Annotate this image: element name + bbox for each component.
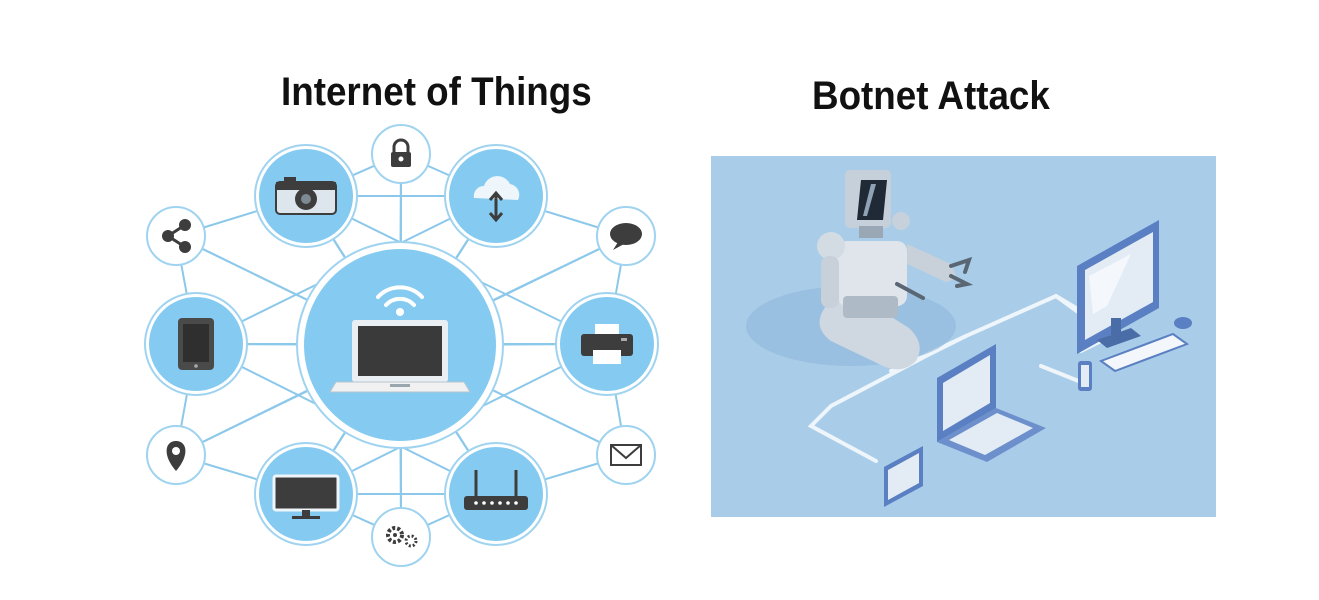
- share-node: [146, 206, 206, 266]
- share-icon: [162, 219, 191, 253]
- laptop-icon: [937, 344, 1046, 462]
- mail-icon: [610, 444, 642, 466]
- cloud-sync-node: [444, 144, 548, 248]
- gears-icon: [386, 526, 418, 548]
- botnet-illustration: [711, 156, 1216, 517]
- cloud-sync-icon: [473, 176, 520, 223]
- botnet-title: Botnet Attack: [812, 74, 1050, 118]
- camera-node: [254, 144, 358, 248]
- iot-title: Internet of Things: [281, 70, 592, 114]
- desktop-monitor-icon: [1077, 220, 1159, 354]
- chat-bubble-node: [596, 206, 656, 266]
- iot-hub: [296, 241, 504, 449]
- iot-network-diagram: [144, 124, 659, 567]
- tablet-node: [144, 292, 248, 396]
- robot-icon: [817, 170, 974, 370]
- monitor-icon: [272, 474, 340, 519]
- gears-node: [371, 507, 431, 567]
- location-pin-node: [146, 425, 206, 485]
- printer-icon: [581, 324, 633, 364]
- router-node: [444, 442, 548, 546]
- laptop-wifi-icon: [329, 285, 471, 393]
- mail-node: [596, 425, 656, 485]
- router-icon: [464, 470, 528, 510]
- lock-icon: [391, 138, 411, 167]
- phone-icon: [1078, 361, 1092, 391]
- location-pin-icon: [166, 441, 186, 471]
- lock-node: [371, 124, 431, 184]
- tablet-icon: [178, 318, 214, 370]
- mouse-icon: [1174, 317, 1192, 329]
- printer-node: [555, 292, 659, 396]
- monitor-node: [254, 442, 358, 546]
- tablet-icon: [884, 446, 923, 507]
- keyboard-icon: [1098, 332, 1190, 373]
- chat-bubble-icon: [610, 223, 642, 250]
- camera-icon: [275, 177, 337, 215]
